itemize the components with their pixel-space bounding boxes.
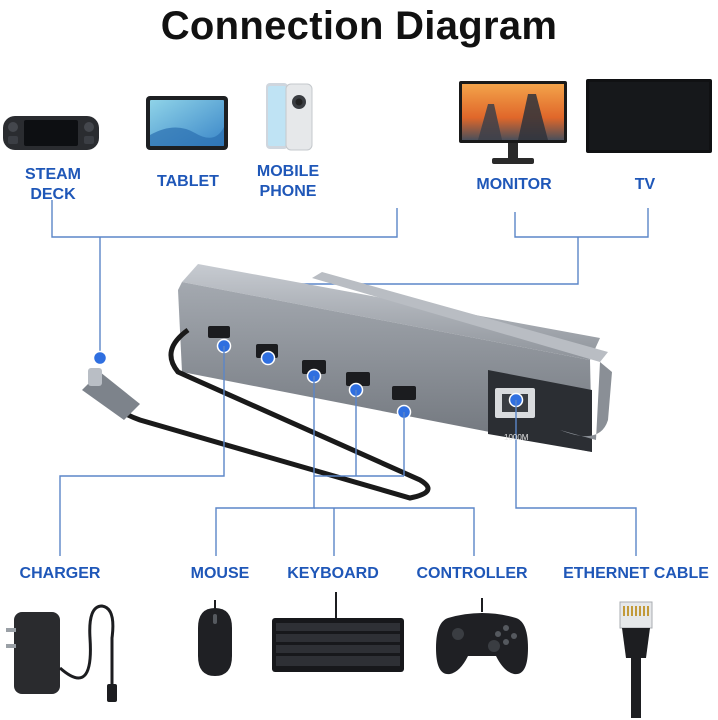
- charger-image: [4, 598, 124, 708]
- keyboard-image: [270, 590, 406, 676]
- ethernet-cable-image: [606, 598, 666, 718]
- mouse-image: [190, 598, 240, 678]
- lan-port-label: 1000M: [504, 433, 529, 442]
- dock-body: [178, 264, 612, 452]
- controller-image: [434, 598, 530, 678]
